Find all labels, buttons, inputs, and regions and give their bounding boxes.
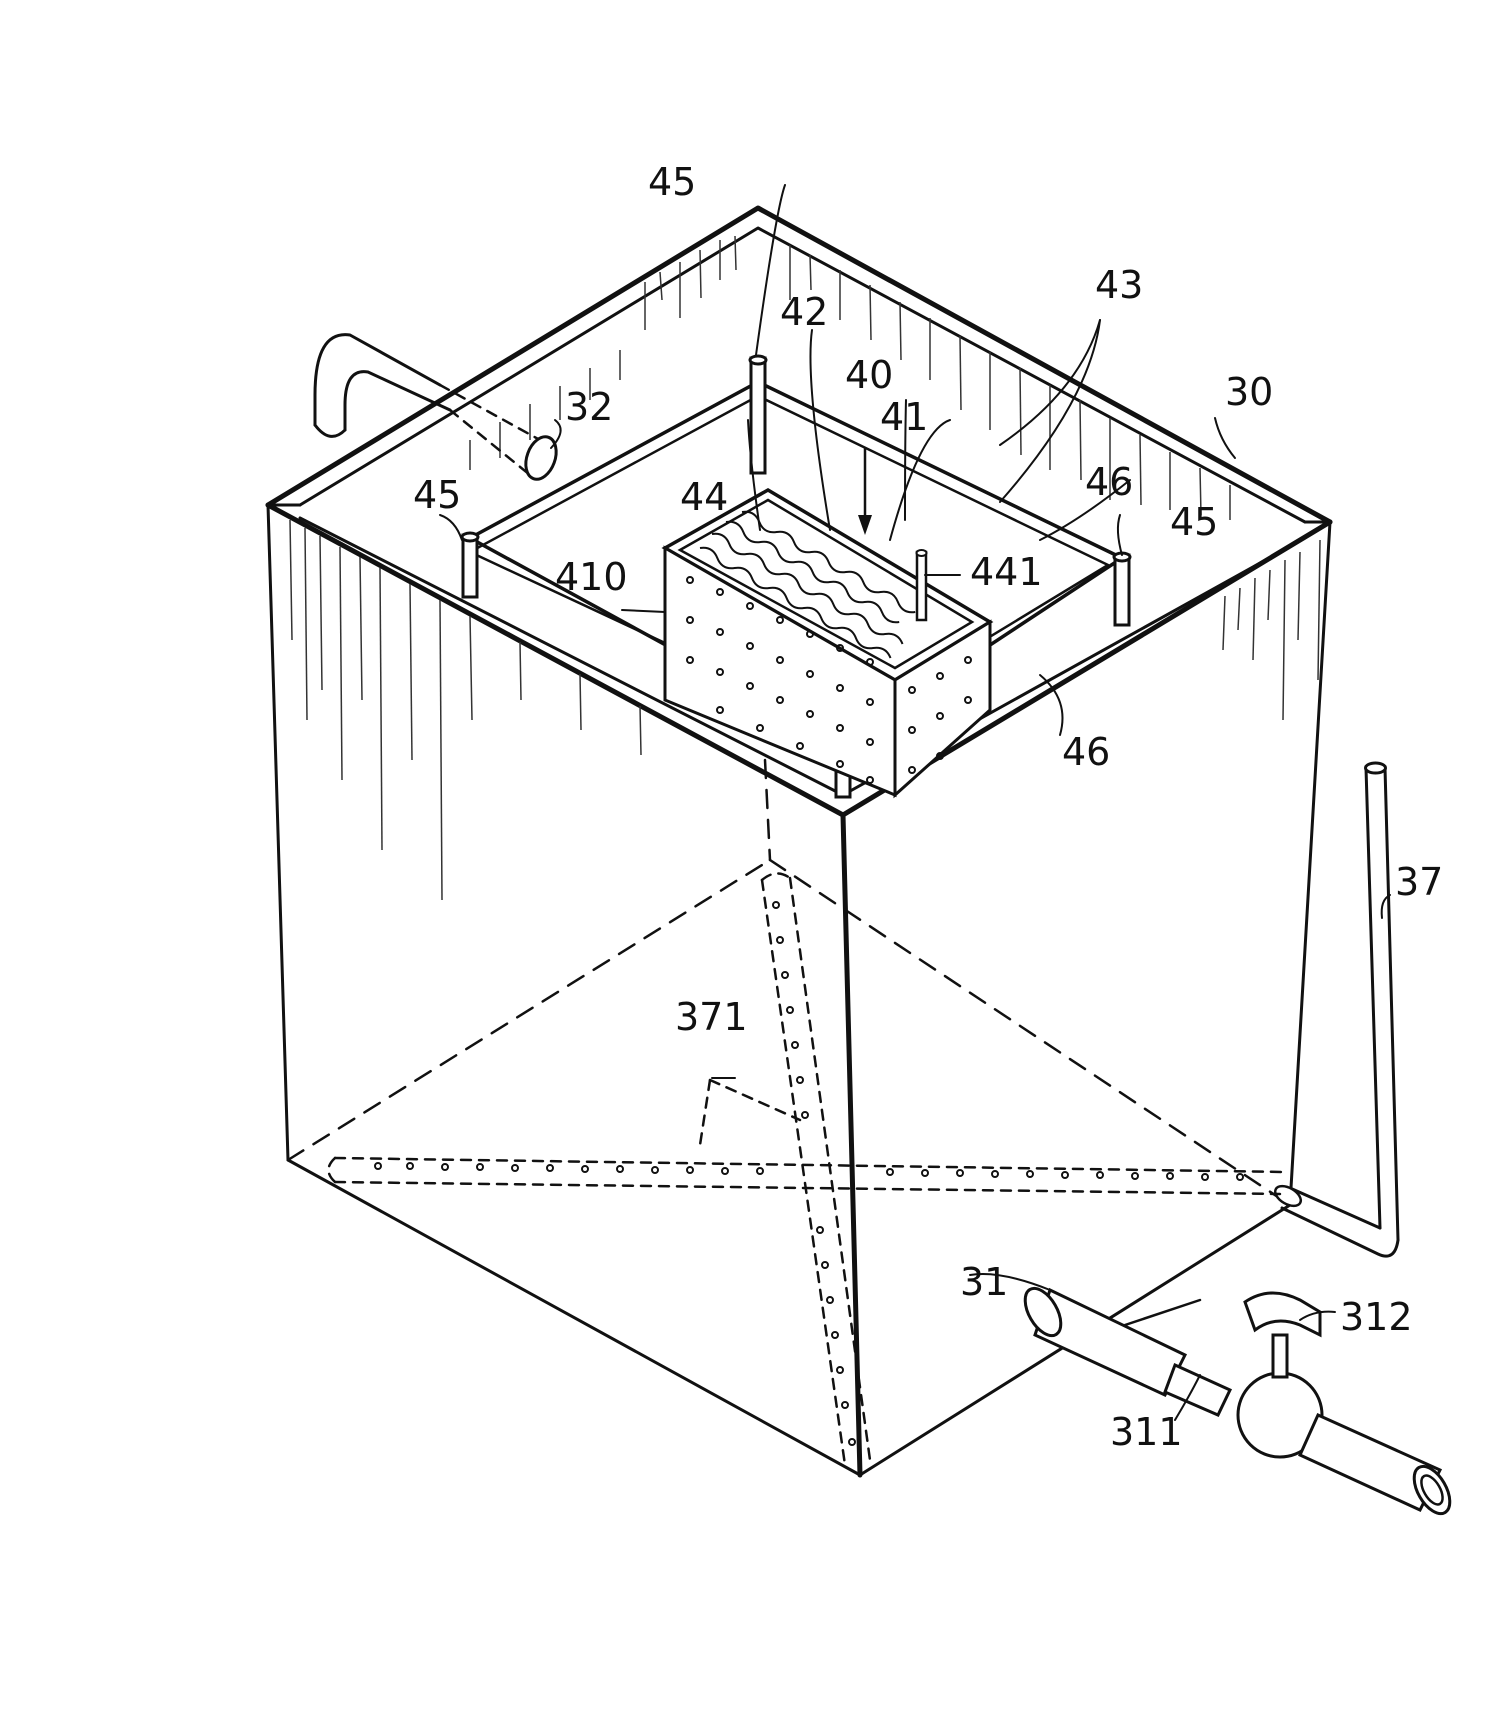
label-30: 30 [1225,370,1273,414]
label-45-left: 45 [413,473,461,517]
distributor-371 [327,872,1287,1467]
leader-lines [439,184,1391,1421]
basket [661,487,994,799]
reference-labels: 30 31 311 312 32 37 371 40 41 410 42 43 … [413,160,1443,1454]
label-43: 43 [1095,263,1143,307]
label-45-back: 45 [648,160,696,204]
label-46-bottom: 46 [1062,730,1110,774]
label-441: 441 [970,550,1043,594]
drain-valve [1023,1286,1452,1516]
post-45-right [1112,551,1132,627]
label-312: 312 [1340,1295,1413,1339]
label-311: 311 [1110,1410,1183,1454]
label-32: 32 [565,385,613,429]
post-45-back [748,354,768,475]
arrow-40 [858,446,872,535]
label-44: 44 [680,475,728,519]
label-31: 31 [960,1260,1008,1304]
label-41: 41 [880,395,928,439]
label-410: 410 [555,555,628,599]
label-37: 37 [1395,860,1443,904]
label-42: 42 [780,290,828,334]
label-45-right: 45 [1170,500,1218,544]
label-40: 40 [845,353,893,397]
wall-hatching [289,235,1321,901]
label-46-top: 46 [1085,460,1133,504]
label-371: 371 [675,995,748,1039]
inlet-pipe-32 [313,333,558,481]
post-45-left [460,531,480,599]
riser-pipe-37 [1273,761,1400,1258]
